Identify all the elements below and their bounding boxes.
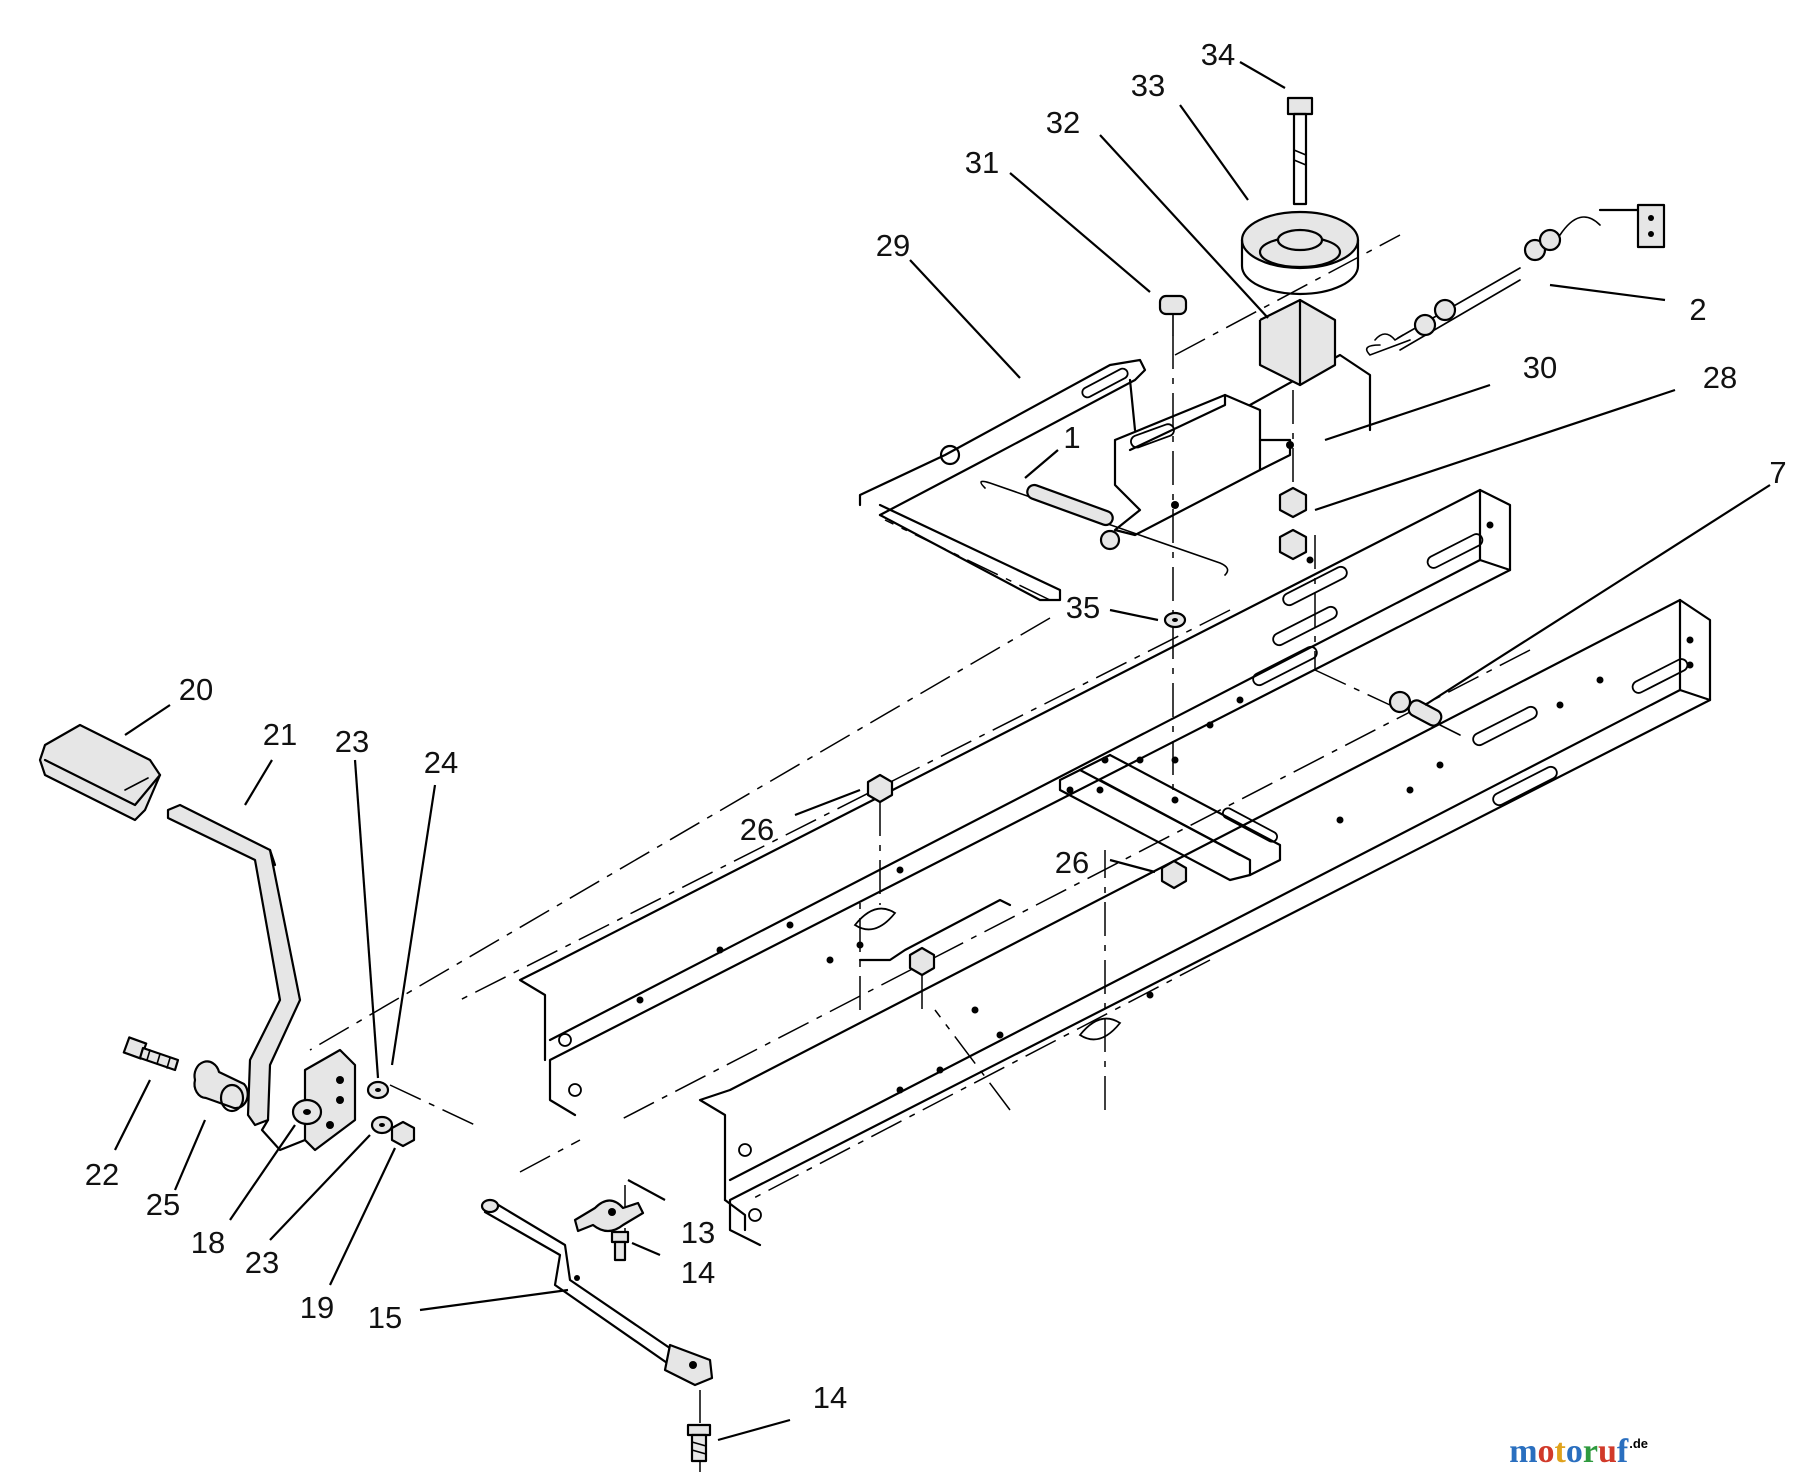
callout-label: 34 (1201, 37, 1235, 72)
callout-label: 23 (335, 724, 369, 759)
rod-bolt (686, 1423, 712, 1463)
washers-23 (366, 1080, 394, 1135)
callout-label: 31 (965, 145, 999, 180)
callout-label: 14 (681, 1255, 715, 1290)
lock-nut-19 (390, 1120, 416, 1148)
callout-label: 20 (179, 672, 213, 707)
watermark-letter: o (1566, 1433, 1583, 1470)
callout-label: 18 (191, 1225, 225, 1260)
watermark-letter: f (1617, 1433, 1629, 1470)
idler-arm (858, 358, 1147, 602)
callout-label: 25 (146, 1187, 180, 1222)
cable-spring-assembly (1365, 203, 1666, 356)
callout-label: 29 (876, 228, 910, 263)
callout-label: 21 (263, 717, 297, 752)
idler-pulley (1240, 210, 1360, 296)
watermark-suffix: .de (1629, 1436, 1648, 1451)
spacer-25 (193, 1060, 249, 1113)
callout-label: 14 (813, 1380, 847, 1415)
watermark-letter: t (1555, 1433, 1567, 1470)
callout-label: 33 (1131, 68, 1165, 103)
leader-lines (114, 61, 1771, 1442)
callout-label: 13 (681, 1215, 715, 1250)
cross-brace (1058, 753, 1282, 882)
pedal-bracket (260, 1048, 357, 1152)
watermark-letter: u (1598, 1433, 1617, 1470)
callout-label: 2 (1689, 292, 1706, 327)
callout-labels: 34 33 32 31 29 2 30 28 1 7 35 20 21 23 2… (85, 37, 1787, 1415)
callout-label: 22 (85, 1157, 119, 1192)
callout-label: 7 (1769, 455, 1786, 490)
callout-label: 35 (1066, 590, 1100, 625)
callout-label: 28 (1703, 360, 1737, 395)
watermark-logo: motoruf.de (1509, 1433, 1648, 1470)
callout-label: 19 (300, 1290, 334, 1325)
callout-label: 26 (740, 812, 774, 847)
watermark-letter: o (1538, 1433, 1555, 1470)
shoulder-bolt (1158, 294, 1188, 800)
rod-clamp (573, 1199, 645, 1233)
watermark-letter: r (1583, 1433, 1598, 1470)
callout-label: 24 (424, 745, 458, 780)
idler-bracket (1113, 353, 1372, 537)
idler-spacer-bracket (1258, 298, 1337, 387)
flat-washer-35 (1163, 611, 1187, 629)
assembly-guide-lines (309, 234, 1531, 1473)
callout-label: 32 (1046, 105, 1080, 140)
frame-rail-right (698, 598, 1712, 1247)
nuts-26 (866, 773, 1188, 1010)
callout-label: 15 (368, 1300, 402, 1335)
brake-pedal-pad (38, 723, 162, 822)
watermark-text: motoruf.de (1509, 1433, 1648, 1470)
callout-label: 23 (245, 1245, 279, 1280)
brake-rod (480, 1198, 714, 1387)
bolt-22 (122, 1036, 180, 1072)
return-spring (1388, 690, 1461, 736)
brake-pedal-arm (166, 803, 302, 1127)
pulley-bolt (1286, 96, 1314, 206)
callout-label: 26 (1055, 845, 1089, 880)
clamp-bolt (610, 1230, 630, 1262)
callout-label: 30 (1523, 350, 1557, 385)
watermark-letter: m (1509, 1433, 1537, 1470)
extension-spring-1 (980, 480, 1229, 576)
frame-rail-left (518, 488, 1512, 1117)
callout-label: 1 (1063, 420, 1080, 455)
lock-nuts (1278, 390, 1391, 706)
